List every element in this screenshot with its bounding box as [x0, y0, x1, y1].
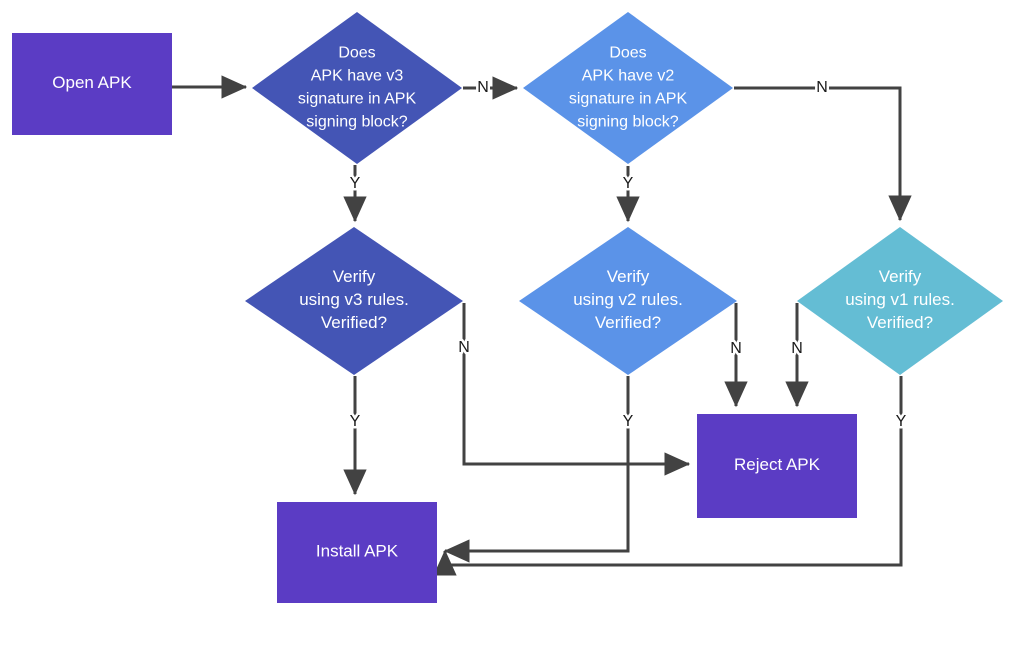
node-shape-rect: [12, 33, 172, 135]
node-shape-rect: [697, 414, 857, 518]
edge-label-has-v2-no: N: [816, 79, 828, 96]
edge-label-halo: Y: [896, 413, 907, 430]
edge-label-halo: N: [816, 79, 828, 96]
node-shape-diamond: [797, 227, 1003, 375]
edge-label-verify-v1-no: N: [791, 340, 803, 357]
edge-label-verify-v3-yes: Y: [350, 413, 361, 430]
node-open-apk[interactable]: Open APK: [12, 33, 172, 135]
edge-label-halo: N: [791, 340, 803, 357]
edge-label-halo: Y: [623, 175, 634, 192]
edge-label-halo: Y: [350, 175, 361, 192]
edge-label-has-v3-no: N: [477, 79, 489, 96]
edge-label-verify-v2-yes: Y: [623, 413, 634, 430]
edges-layer: [172, 75, 912, 576]
edge-label-halo: N: [730, 340, 742, 357]
edge-label-verify-v1-yes: Y: [896, 413, 907, 430]
node-reject-apk[interactable]: Reject APK: [697, 414, 857, 518]
node-shape-diamond: [245, 227, 463, 375]
edge-label-halo: Y: [350, 413, 361, 430]
edge-label-verify-v3-no: N: [458, 339, 470, 356]
edge-verify-v2-to-install-apk: [443, 376, 630, 563]
edge-verify-v1-to-install-apk: [433, 376, 903, 576]
edge-label-halo: N: [458, 339, 470, 356]
edge-label-halo: N: [477, 79, 489, 96]
edge-label-has-v3-yes: Y: [350, 175, 361, 192]
edge-verify-v3-to-reject-apk: [462, 303, 691, 476]
edge-has-v2-to-verify-v1: [734, 86, 912, 222]
edge-label-verify-v2-no: N: [730, 340, 742, 357]
edge-label-has-v2-yes: Y: [623, 175, 634, 192]
node-shape-diamond: [252, 12, 462, 164]
edge-label-halo: Y: [623, 413, 634, 430]
node-shape-rect: [277, 502, 437, 603]
node-shape-diamond: [519, 227, 737, 375]
node-shape-diamond: [523, 12, 733, 164]
node-install-apk[interactable]: Install APK: [277, 502, 437, 603]
